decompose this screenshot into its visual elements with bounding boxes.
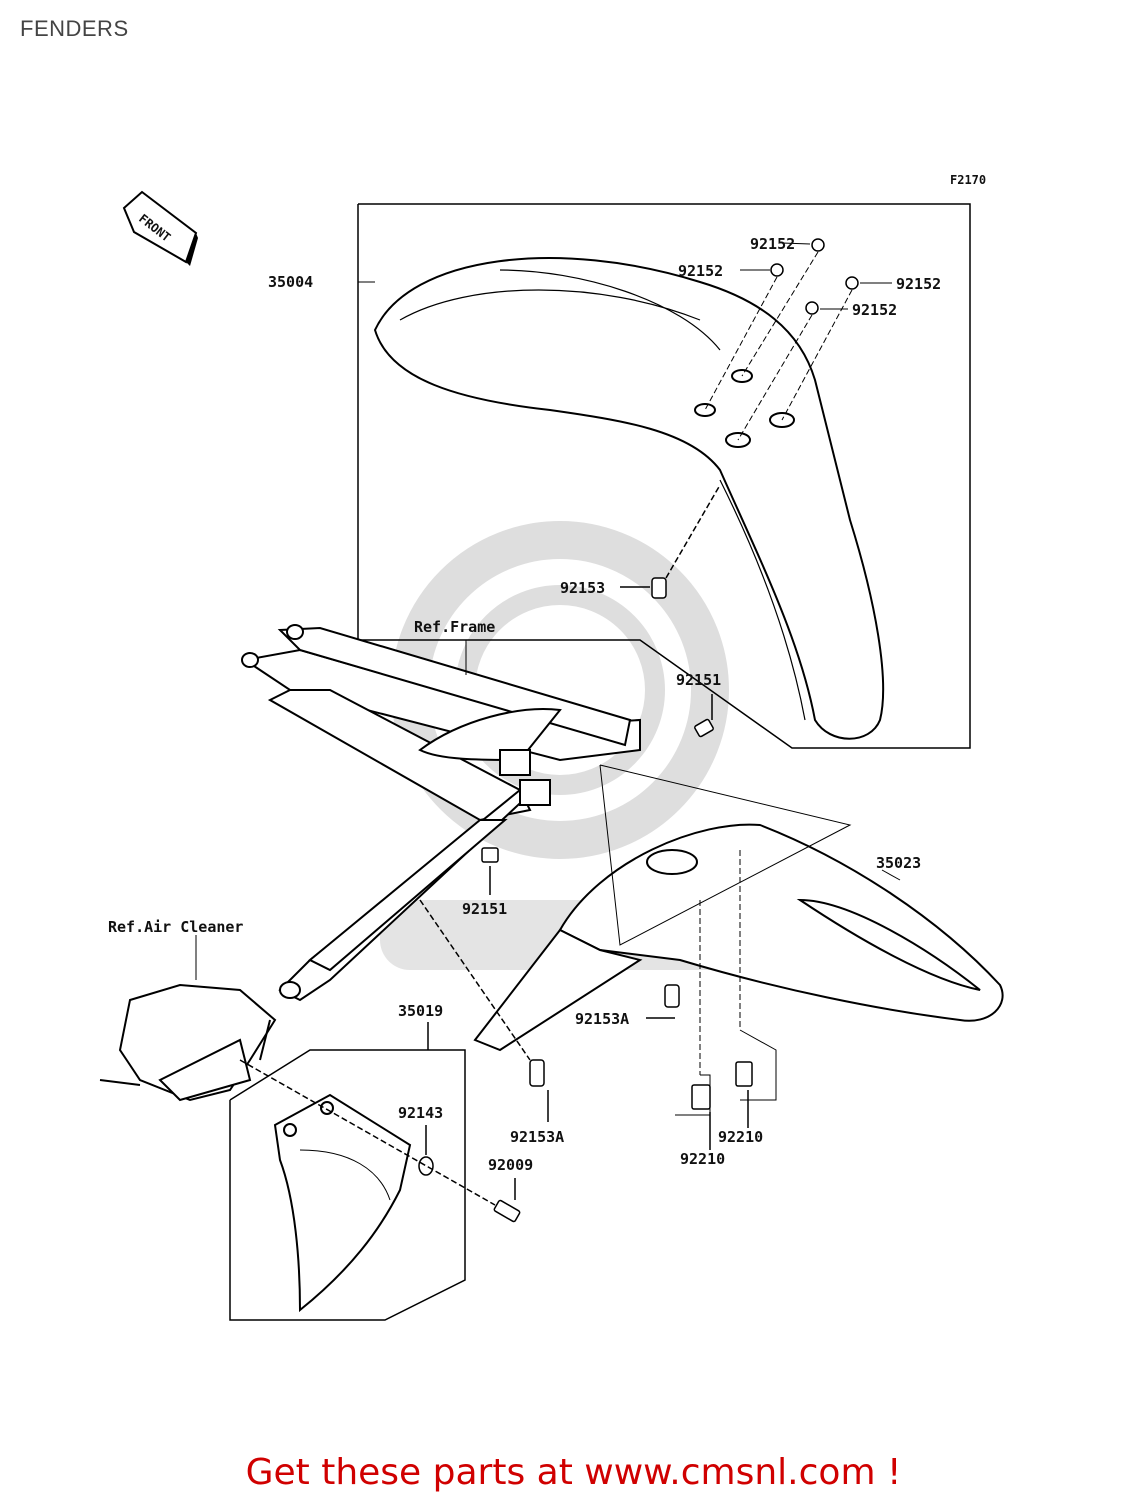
part-label-92153: 92153 [560, 579, 605, 597]
mud-flap [273, 1093, 412, 1313]
front-direction-arrow: FRONT [122, 190, 198, 266]
nut-icon-92210-left [691, 1084, 711, 1150]
page-title: FENDERS [20, 16, 129, 41]
part-label-92153a-lower: 92153A [510, 1128, 564, 1146]
rear-fender [473, 823, 1004, 1052]
ref-air-cleaner-label: Ref.Air Cleaner [108, 918, 243, 936]
part-label-92210-left: 92210 [680, 1150, 725, 1168]
screw-icon-92009 [239, 1059, 521, 1223]
nut-icon-92210-right [735, 1061, 753, 1128]
bolt-icon-92151-upper [694, 694, 714, 738]
mud-flap-group-box [229, 1022, 466, 1321]
part-label-35019: 35019 [398, 1002, 443, 1020]
collar-icon-92143 [418, 1125, 434, 1176]
part-label-92152-b: 92152 [678, 262, 723, 280]
bolt-icon-92153 [620, 484, 721, 599]
part-label-92151-lower: 92151 [462, 900, 507, 918]
part-label-92152-d: 92152 [852, 301, 897, 319]
front-fender [373, 257, 885, 740]
ref-frame-label: Ref.Frame [414, 618, 495, 636]
part-label-92143: 92143 [398, 1104, 443, 1122]
washer-icons [770, 238, 859, 315]
bolt-icon-92151-lower [481, 847, 499, 895]
part-label-92152-a: 92152 [750, 235, 795, 253]
part-label-92009: 92009 [488, 1156, 533, 1174]
parts-diagram: FRONT F2170 92152 92152 92152 92152 35 [99, 173, 1004, 1321]
figure-id: F2170 [950, 173, 986, 187]
subframe [241, 624, 641, 1002]
part-label-92151-upper: 92151 [676, 671, 721, 689]
part-label-35023: 35023 [876, 854, 921, 872]
part-label-92210-right: 92210 [718, 1128, 763, 1146]
part-label-92153a-upper: 92153A [575, 1010, 629, 1028]
part-label-92152-c: 92152 [896, 275, 941, 293]
promo-link[interactable]: Get these parts at www.cmsnl.com ! [245, 1452, 902, 1493]
part-label-35004: 35004 [268, 273, 313, 291]
bolt-icon-92153a-upper [646, 984, 680, 1019]
air-cleaner [99, 983, 277, 1102]
bolt-icon-92153a-lower [419, 899, 549, 1122]
